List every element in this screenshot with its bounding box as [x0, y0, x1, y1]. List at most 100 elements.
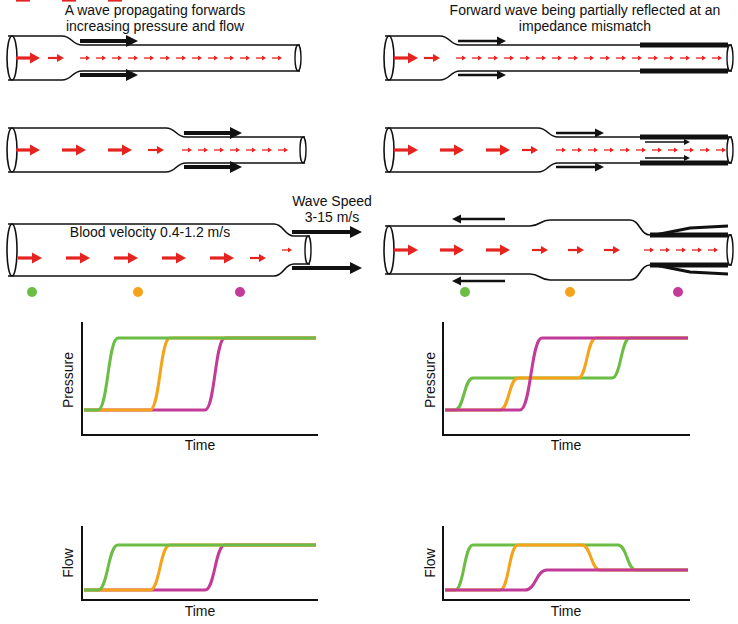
arrow-shaft [676, 249, 682, 250]
arrow-head [674, 148, 678, 153]
arrow-head [594, 148, 598, 153]
chart-axes [443, 526, 690, 600]
vessel-end [727, 45, 733, 71]
arrow-head [134, 56, 138, 61]
vessel-end [7, 128, 17, 172]
vessel-end [300, 137, 306, 163]
stiff-segment [655, 265, 728, 274]
arrow-head [690, 148, 694, 153]
arrow-head [658, 148, 662, 153]
arrow-shaft [184, 131, 230, 135]
arrow-shaft [488, 57, 494, 58]
vessel-end [727, 235, 733, 265]
arrow-shaft [645, 141, 684, 143]
arrow-shaft [114, 256, 128, 259]
arrow-shaft [636, 149, 642, 150]
arrow-head [462, 56, 466, 61]
axis-label: Time [160, 603, 240, 619]
panel-title: A wave propagating forwards increasing p… [35, 2, 275, 34]
arrow-shaft [292, 266, 350, 270]
arrow-head [408, 245, 418, 256]
arrow-head [577, 246, 584, 254]
arrow-head [118, 56, 122, 61]
vessel-end [384, 36, 394, 80]
trace [84, 545, 316, 590]
arrow-shaft [214, 149, 220, 150]
arrow-shaft [16, 0, 30, 2]
arrow-shaft [246, 149, 252, 150]
arrow-shaft [16, 148, 30, 151]
vessel-wall [385, 128, 732, 137]
arrow-head [531, 146, 538, 154]
trace [84, 545, 316, 590]
arrow-head [236, 148, 240, 153]
arrow-shaft [588, 149, 594, 150]
vessel-end [305, 236, 311, 264]
position-dot [235, 287, 245, 297]
arrow-shaft [456, 57, 462, 58]
arrow-head [452, 277, 461, 286]
arrow-head [684, 155, 690, 161]
arrow-head [718, 56, 722, 61]
arrow-head [157, 146, 164, 154]
arrow-head [230, 56, 234, 61]
arrow-shaft [556, 149, 562, 150]
arrow-head [497, 37, 506, 46]
trace [84, 338, 316, 410]
vessel-end [384, 226, 394, 274]
stiff-segment [640, 135, 728, 140]
arrow-shaft [645, 157, 684, 159]
arrow-head [220, 148, 224, 153]
vessel-wall [385, 163, 732, 172]
arrow-shaft [272, 57, 278, 58]
arrow-shaft [716, 149, 722, 150]
arrow-head [706, 148, 710, 153]
arrow-head [541, 246, 548, 254]
trace [445, 338, 688, 410]
arrow-head [86, 56, 90, 61]
vessel-wall [8, 128, 305, 137]
arrow-head [722, 148, 726, 153]
arrow-head [595, 163, 604, 172]
arrow-shaft [198, 149, 204, 150]
arrow-head [230, 127, 242, 139]
arrow-head [638, 56, 642, 61]
arrow-shaft [62, 0, 76, 2]
arrow-shaft [394, 56, 408, 59]
arrow-shaft [162, 256, 176, 259]
arrow-head [204, 148, 208, 153]
arrow-head [698, 248, 702, 253]
arrow-head [350, 262, 362, 274]
arrow-head [246, 56, 250, 61]
arrow-shaft [424, 57, 433, 59]
position-dot [565, 287, 575, 297]
arrow-head [510, 56, 514, 61]
arrow-shaft [486, 148, 500, 151]
vessel-wall [385, 220, 732, 235]
arrow-shaft [632, 57, 638, 58]
arrow-shaft [532, 249, 541, 251]
arrow-shaft [458, 40, 497, 43]
arrow-head [654, 56, 658, 61]
arrow-head [702, 56, 706, 61]
axis-label: Time [526, 603, 606, 619]
arrow-shaft [680, 57, 686, 58]
arrow-head [122, 145, 132, 156]
position-dot [673, 287, 683, 297]
arrow-head [224, 253, 234, 264]
arrow-shaft [440, 148, 454, 151]
arrow-head [590, 56, 594, 61]
arrow-head [57, 54, 64, 62]
arrow-shaft [461, 280, 505, 283]
arrow-shaft [486, 248, 500, 251]
arrow-shaft [458, 74, 497, 77]
arrow-head [166, 56, 170, 61]
arrow-shaft [700, 149, 706, 150]
arrow-shaft [568, 57, 574, 58]
arrow-shaft [144, 57, 150, 58]
arrow-head [452, 215, 461, 224]
trace [445, 545, 688, 590]
vessel-wall [385, 71, 732, 80]
arrow-shaft [282, 249, 288, 250]
vessel-wall [385, 36, 732, 45]
